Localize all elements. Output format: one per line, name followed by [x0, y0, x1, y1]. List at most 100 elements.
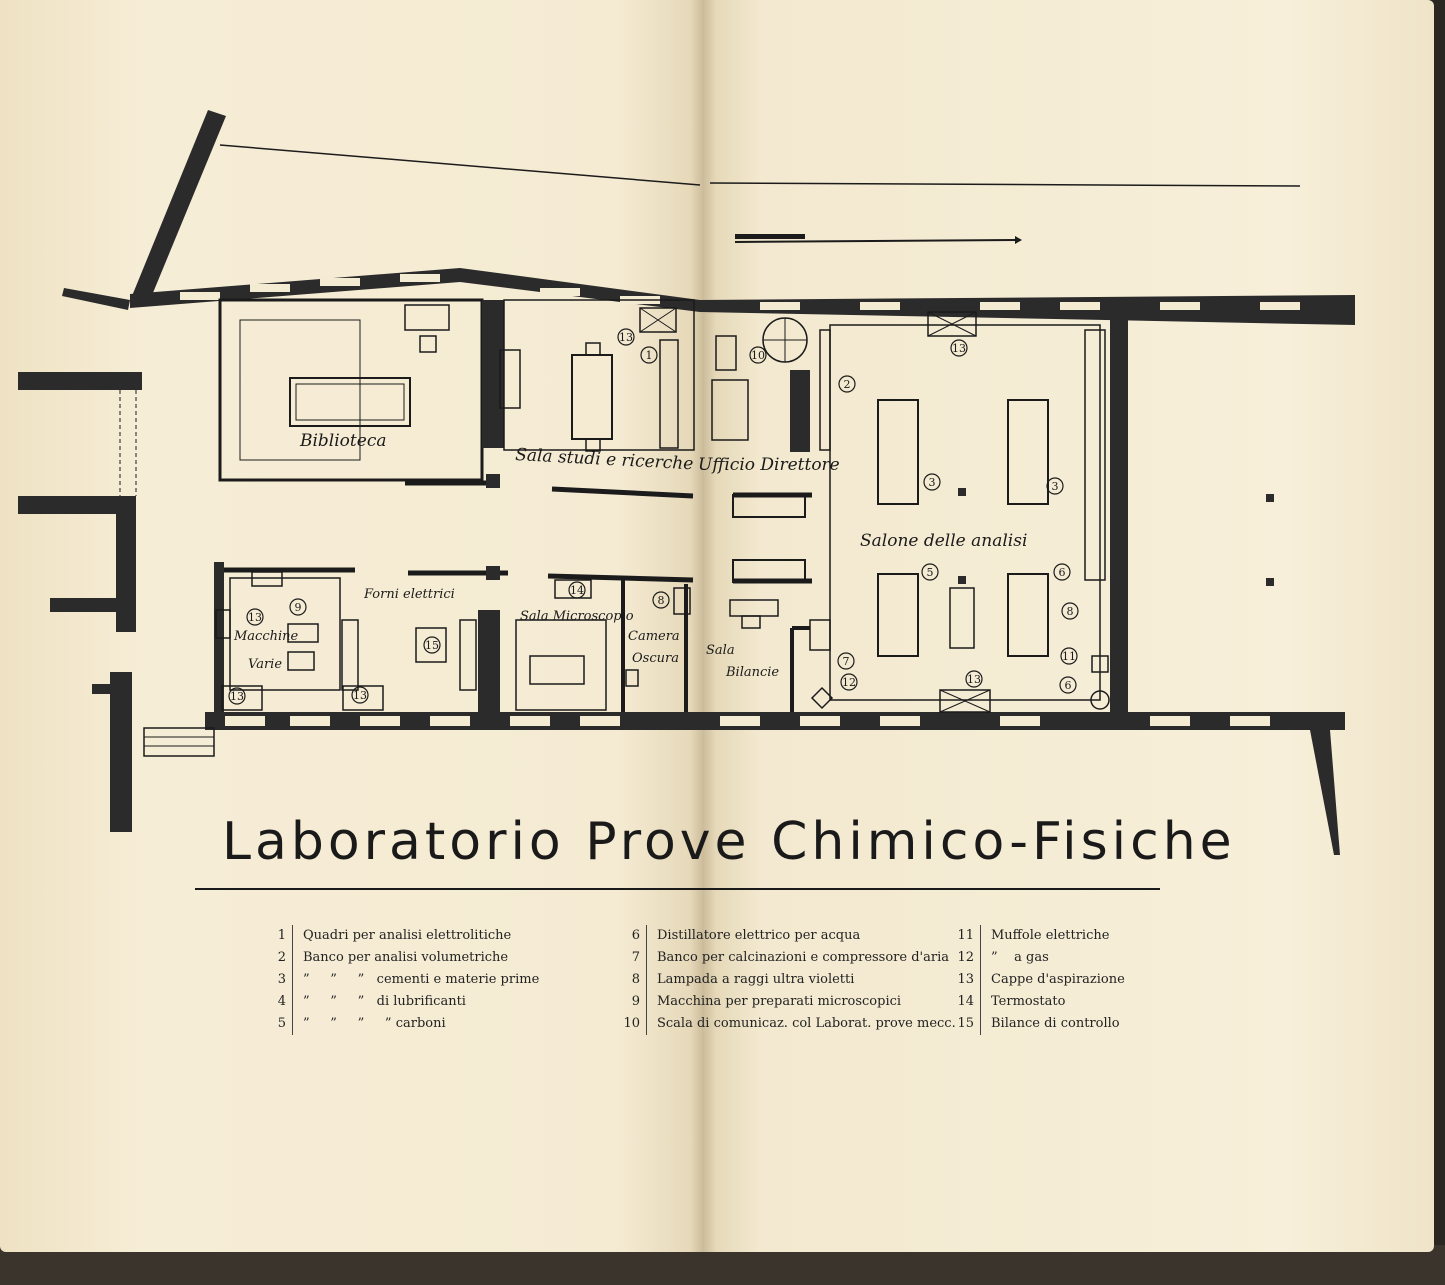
marker-circle — [965, 670, 983, 688]
legend-item: 3” ” ” cementi e materie prime — [270, 969, 539, 991]
marker-circle — [749, 346, 767, 364]
marker-circle — [652, 591, 670, 609]
marker-label: 7 — [843, 655, 850, 668]
label-sala: Sala — [706, 643, 735, 658]
arrow-tail — [735, 234, 805, 239]
label-macchine: Macchine — [233, 629, 299, 644]
marker-label: 2 — [844, 378, 851, 391]
legend-item: 5” ” ” ” carboni — [270, 1013, 539, 1035]
diagonal-wall — [62, 288, 130, 310]
marker-circle — [568, 581, 586, 599]
marker-label: 13 — [967, 673, 981, 686]
marker-circle — [1060, 647, 1078, 665]
arrow-head — [1015, 236, 1022, 244]
analysis-bench — [877, 399, 919, 505]
marker-label: 13 — [230, 690, 244, 703]
analysis-bench — [877, 573, 919, 657]
entrance-steps — [143, 727, 215, 757]
study-table — [571, 354, 613, 440]
legend-item: 4” ” ” di lubrificanti — [270, 991, 539, 1013]
marker-circle — [1046, 477, 1064, 495]
label-oscura: Oscura — [632, 651, 679, 666]
marker-label: 13 — [353, 689, 367, 702]
marker-label: 13 — [952, 342, 966, 355]
marker-label: 1 — [646, 349, 653, 362]
marker-label: 3 — [1052, 480, 1059, 493]
label-varie: Varie — [248, 657, 282, 672]
north-wall — [130, 268, 1355, 325]
marker-circle — [1061, 602, 1079, 620]
label-ufficio-direttore: Ufficio Direttore — [698, 455, 840, 475]
label-bilancie: Bilancie — [725, 665, 779, 680]
title-underline — [195, 888, 1160, 890]
right-page — [702, 0, 1434, 1252]
interior-wall — [214, 562, 224, 722]
west-wall — [110, 672, 132, 832]
marker-circle — [837, 652, 855, 670]
label-forni-elettrici: Forni elettrici — [363, 587, 455, 602]
library-table — [289, 377, 411, 427]
marker-label: 5 — [927, 566, 934, 579]
marker-label: 9 — [295, 601, 302, 614]
library-shelving — [239, 319, 361, 461]
east-wall — [1110, 312, 1128, 722]
north-arrow-line — [734, 239, 1016, 243]
marker-circle — [923, 473, 941, 491]
marker-label: 11 — [1062, 650, 1076, 663]
interior-wall — [478, 610, 500, 720]
marker-label: 6 — [1059, 566, 1066, 579]
marker-circle — [640, 346, 658, 364]
marker-label: 12 — [842, 676, 856, 689]
interior-wall — [482, 300, 504, 448]
book-gutter — [690, 0, 716, 1252]
marker-label: 14 — [570, 584, 584, 597]
sala-studi-room — [503, 299, 695, 451]
marker-label: 3 — [929, 476, 936, 489]
legend-item: 12” a gas — [954, 947, 1125, 969]
marker-circle — [617, 328, 635, 346]
west-wall — [18, 496, 136, 514]
west-wall — [18, 372, 142, 390]
street-line — [709, 182, 1301, 187]
marker-label: 8 — [658, 594, 665, 607]
marker-circle — [838, 375, 856, 393]
marker-circle — [423, 636, 441, 654]
diagonal-wall — [132, 110, 226, 300]
east-wall — [1310, 730, 1340, 855]
salone-room — [829, 324, 1101, 701]
label-sala-microscopio: Sala Microscopio — [520, 609, 634, 624]
street-line — [219, 144, 701, 186]
marker-label: 6 — [1065, 679, 1072, 692]
plan-title: Laboratorio Prove Chimico-Fisiche — [222, 812, 1236, 872]
interior-wall — [790, 370, 810, 452]
marker-circle — [228, 687, 246, 705]
marker-label: 15 — [425, 639, 439, 652]
marker-circle — [840, 673, 858, 691]
corridor-wall — [551, 486, 694, 499]
marker-circle — [1053, 563, 1071, 581]
analysis-bench — [1007, 573, 1049, 657]
marker-label: 13 — [248, 611, 262, 624]
analysis-bench — [1007, 399, 1049, 505]
label-camera: Camera — [628, 629, 680, 644]
biblioteca-room — [218, 298, 484, 482]
marker-circle — [950, 339, 968, 357]
marker-circle — [289, 598, 307, 616]
west-wall — [50, 598, 120, 612]
microscope-room — [515, 619, 607, 711]
marker-circle — [921, 563, 939, 581]
